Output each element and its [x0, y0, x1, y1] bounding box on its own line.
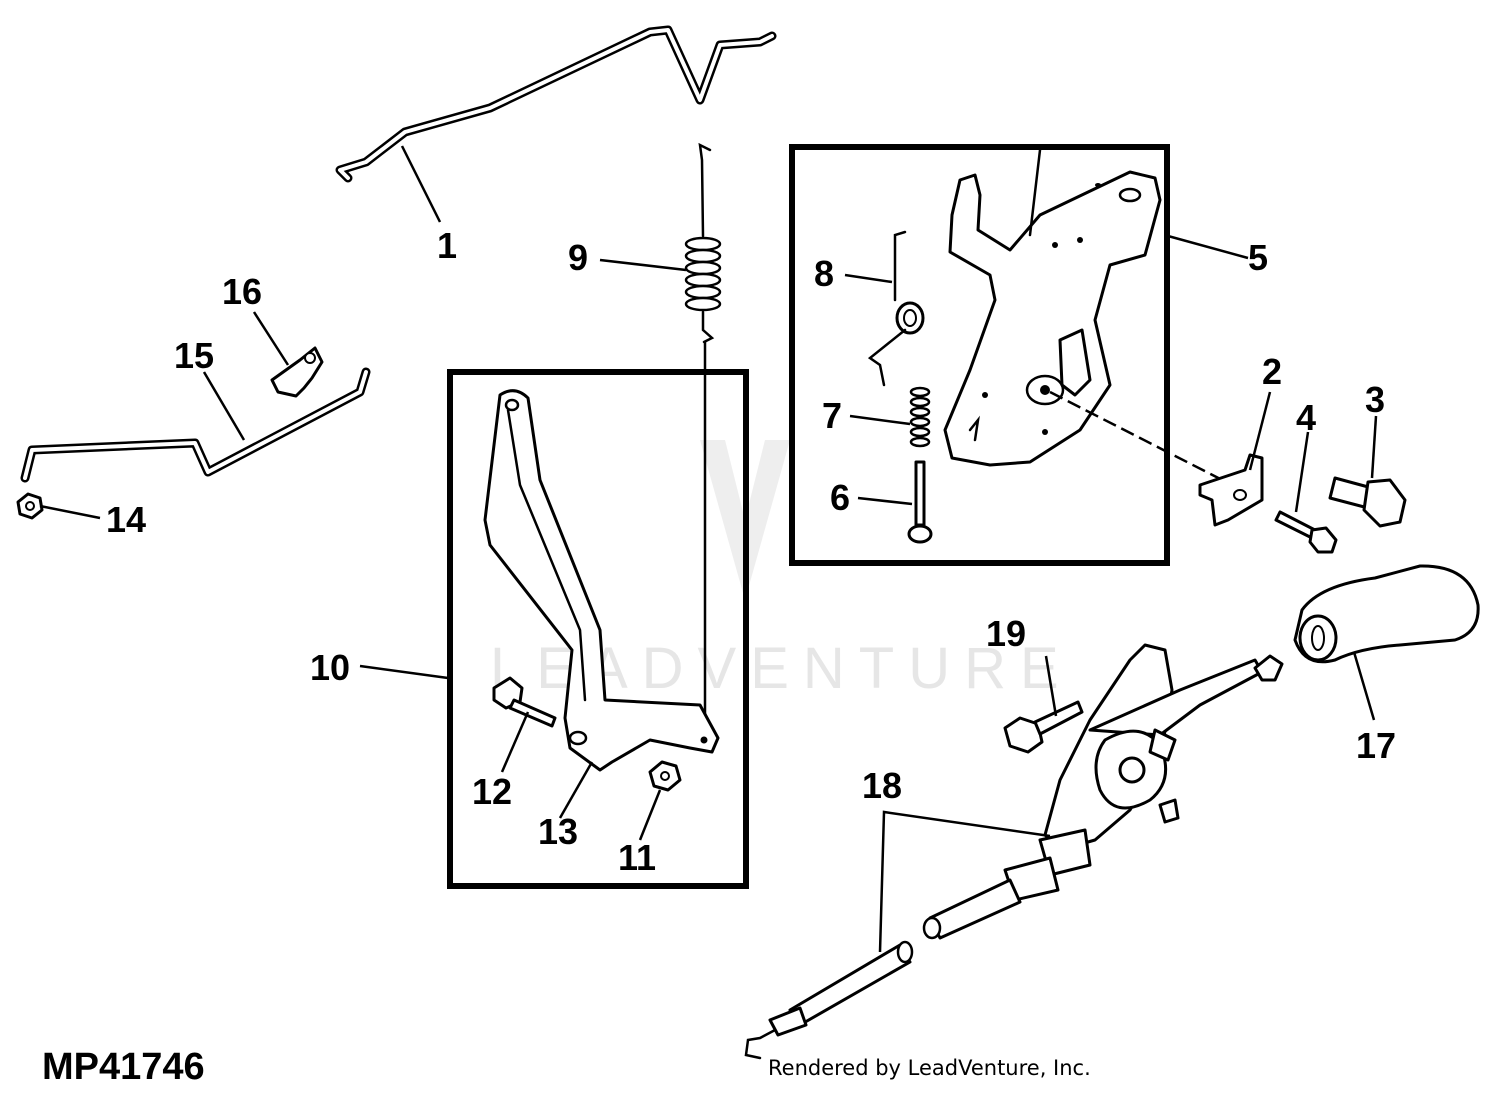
callout-labels: 1 2 3 4 5 6 7 8 9 10 11 12 13 14 15 16 1… — [106, 225, 1396, 878]
callout-12: 12 — [472, 771, 512, 812]
callout-7: 7 — [822, 395, 842, 436]
callout-3: 3 — [1365, 379, 1385, 420]
part-17-grip — [1293, 564, 1480, 664]
lever-group-frame — [447, 369, 749, 889]
part-7-spring — [909, 386, 931, 448]
part-6-screw — [907, 460, 933, 544]
part-5-bracket — [943, 148, 1162, 467]
callout-14: 14 — [106, 499, 146, 540]
part-15-rod — [20, 367, 371, 483]
bracket-group-frame — [789, 144, 1170, 566]
figure-id: MP41746 — [42, 1046, 205, 1088]
callout-9: 9 — [568, 237, 588, 278]
part-8-spring — [867, 230, 925, 387]
callout-4: 4 — [1296, 397, 1316, 438]
callout-19: 19 — [986, 613, 1026, 654]
part-10-lever — [483, 389, 720, 772]
part-14-nut — [16, 492, 44, 520]
part-12-bolt — [492, 676, 557, 728]
callout-16: 16 — [222, 271, 262, 312]
callout-15: 15 — [174, 335, 214, 376]
part-9-spring — [684, 142, 722, 730]
callout-11: 11 — [618, 837, 656, 878]
callout-8: 8 — [814, 253, 834, 294]
callout-1: 1 — [437, 225, 457, 266]
callout-5: 5 — [1248, 237, 1268, 278]
callout-6: 6 — [830, 477, 850, 518]
part-4-bolt — [1274, 510, 1338, 554]
part-16-clamp — [270, 346, 324, 398]
callout-13: 13 — [538, 811, 578, 852]
part-1-rod — [335, 25, 777, 183]
part-18-control-assembly — [744, 643, 1284, 1060]
callout-10: 10 — [310, 647, 350, 688]
part-19-bolt — [1003, 700, 1084, 754]
assembly-line — [1049, 390, 1233, 487]
leader-lines — [39, 145, 1378, 953]
callout-17: 17 — [1356, 725, 1396, 766]
callout-2: 2 — [1262, 351, 1282, 392]
part-11-nut — [648, 760, 682, 792]
callout-18: 18 — [862, 765, 902, 806]
part-2-clip — [1198, 453, 1264, 527]
part-3-bolt — [1328, 476, 1407, 528]
render-credit: Rendered by LeadVenture, Inc. — [768, 1056, 1091, 1080]
